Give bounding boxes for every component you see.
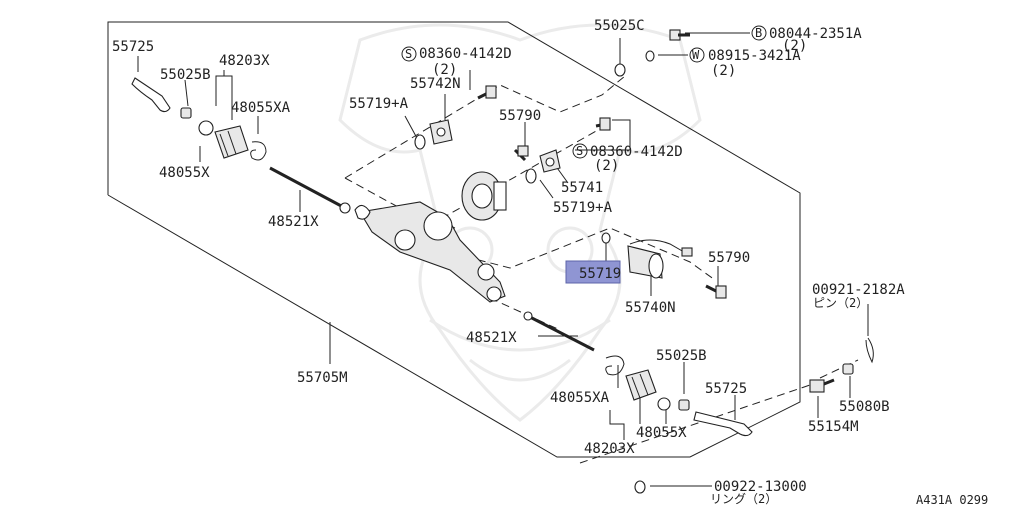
label-55719A-top[interactable]: 55719+A (349, 96, 409, 112)
label-48521X-top[interactable]: 48521X (268, 214, 319, 230)
label-55025B-top[interactable]: 55025B (160, 67, 211, 83)
label-00922-sub: リング（2） (710, 492, 777, 506)
washer-55025C (614, 63, 626, 77)
parts (131, 29, 874, 494)
label-48055XA-top[interactable]: 48055XA (231, 100, 291, 116)
label-55025B-bottom[interactable]: 55025B (656, 348, 707, 364)
label-55719-highlighted[interactable]: 55719 (579, 266, 621, 282)
nut-bottom (678, 399, 690, 411)
o-ring-mid (525, 168, 537, 184)
bolt-s-mid (595, 117, 611, 131)
bush-55154M (809, 378, 835, 393)
boot-bottom (625, 369, 657, 401)
link-rod-top (131, 77, 171, 113)
label-00922[interactable]: 00922-13000 (714, 479, 807, 495)
leader-lines (137, 32, 869, 487)
clip-top (250, 141, 267, 161)
label-55705M[interactable]: 55705M (297, 370, 348, 386)
diagram-code: A431A 0299 (916, 493, 988, 507)
label-48521X-bottom[interactable]: 48521X (466, 330, 517, 346)
label-00921-sub: ピン（2） (813, 296, 868, 310)
pin-00921 (865, 337, 874, 364)
label-55790-right[interactable]: 55790 (708, 250, 750, 266)
link-rod-bottom (693, 411, 753, 437)
label-08360-top-qty: (2) (432, 62, 457, 78)
label-08360-mid-qty: (2) (594, 158, 619, 174)
label-55790-top[interactable]: 55790 (499, 108, 541, 124)
label-48055XA-bottom[interactable]: 48055XA (550, 390, 610, 406)
label-08360-top[interactable]: 08360-4142D (419, 46, 512, 62)
washer-08915 (645, 50, 655, 62)
label-00921[interactable]: 00921-2182A (812, 282, 905, 298)
o-ring-top (414, 134, 426, 150)
clip-bottom (605, 355, 625, 376)
circle-s-top-letter: S (405, 47, 412, 61)
nut-55080B (842, 363, 854, 375)
label-08044-qty: (2) (782, 38, 807, 54)
label-55725-top[interactable]: 55725 (112, 39, 154, 55)
label-48055X-top[interactable]: 48055X (159, 165, 210, 181)
rod-bottom (527, 314, 595, 352)
circle-s-mid-letter: S (576, 144, 583, 158)
bolt-top (477, 85, 497, 100)
clamp-bottom (657, 397, 671, 411)
assembly-outline (107, 21, 801, 458)
label-08360-mid[interactable]: 08360-4142D (590, 144, 683, 160)
dashed-guides (344, 75, 859, 464)
label-08915[interactable]: 08915-3421A (708, 48, 801, 64)
circle-b-letter: B (755, 26, 762, 40)
label-48203X-top[interactable]: 48203X (219, 53, 270, 69)
label-55742N[interactable]: 55742N (410, 76, 461, 92)
label-55740N[interactable]: 55740N (625, 300, 676, 316)
bolt-55790-right (705, 284, 727, 299)
solenoid-55740N (627, 239, 693, 279)
part-labels: 55725 55025B 48203X 48055XA 48055X 48521… (112, 18, 988, 507)
ring-00922 (634, 480, 646, 494)
label-08915-qty: (2) (711, 63, 736, 79)
highlight-55719[interactable] (565, 260, 621, 284)
label-55719A-mid[interactable]: 55719+A (553, 200, 613, 216)
rod-top (269, 166, 346, 210)
circle-markers: S B W S (401, 25, 767, 159)
clamp-top (198, 120, 214, 136)
label-55741[interactable]: 55741 (561, 180, 603, 196)
label-48055X-bottom[interactable]: 48055X (636, 425, 687, 441)
label-55025C[interactable]: 55025C (594, 18, 645, 34)
label-48203X-bottom[interactable]: 48203X (584, 441, 635, 457)
circle-w-letter: W (692, 48, 700, 62)
label-55080B[interactable]: 55080B (839, 399, 890, 415)
bolt-08044 (669, 29, 690, 41)
actuator-55790 (461, 171, 507, 221)
nut-top (180, 107, 192, 119)
label-55725-bottom[interactable]: 55725 (705, 381, 747, 397)
o-ring-55719 (601, 232, 611, 244)
bolt-55790-top (513, 145, 529, 162)
label-55154M[interactable]: 55154M (808, 419, 859, 435)
label-08044[interactable]: 08044-2351A (769, 26, 862, 42)
